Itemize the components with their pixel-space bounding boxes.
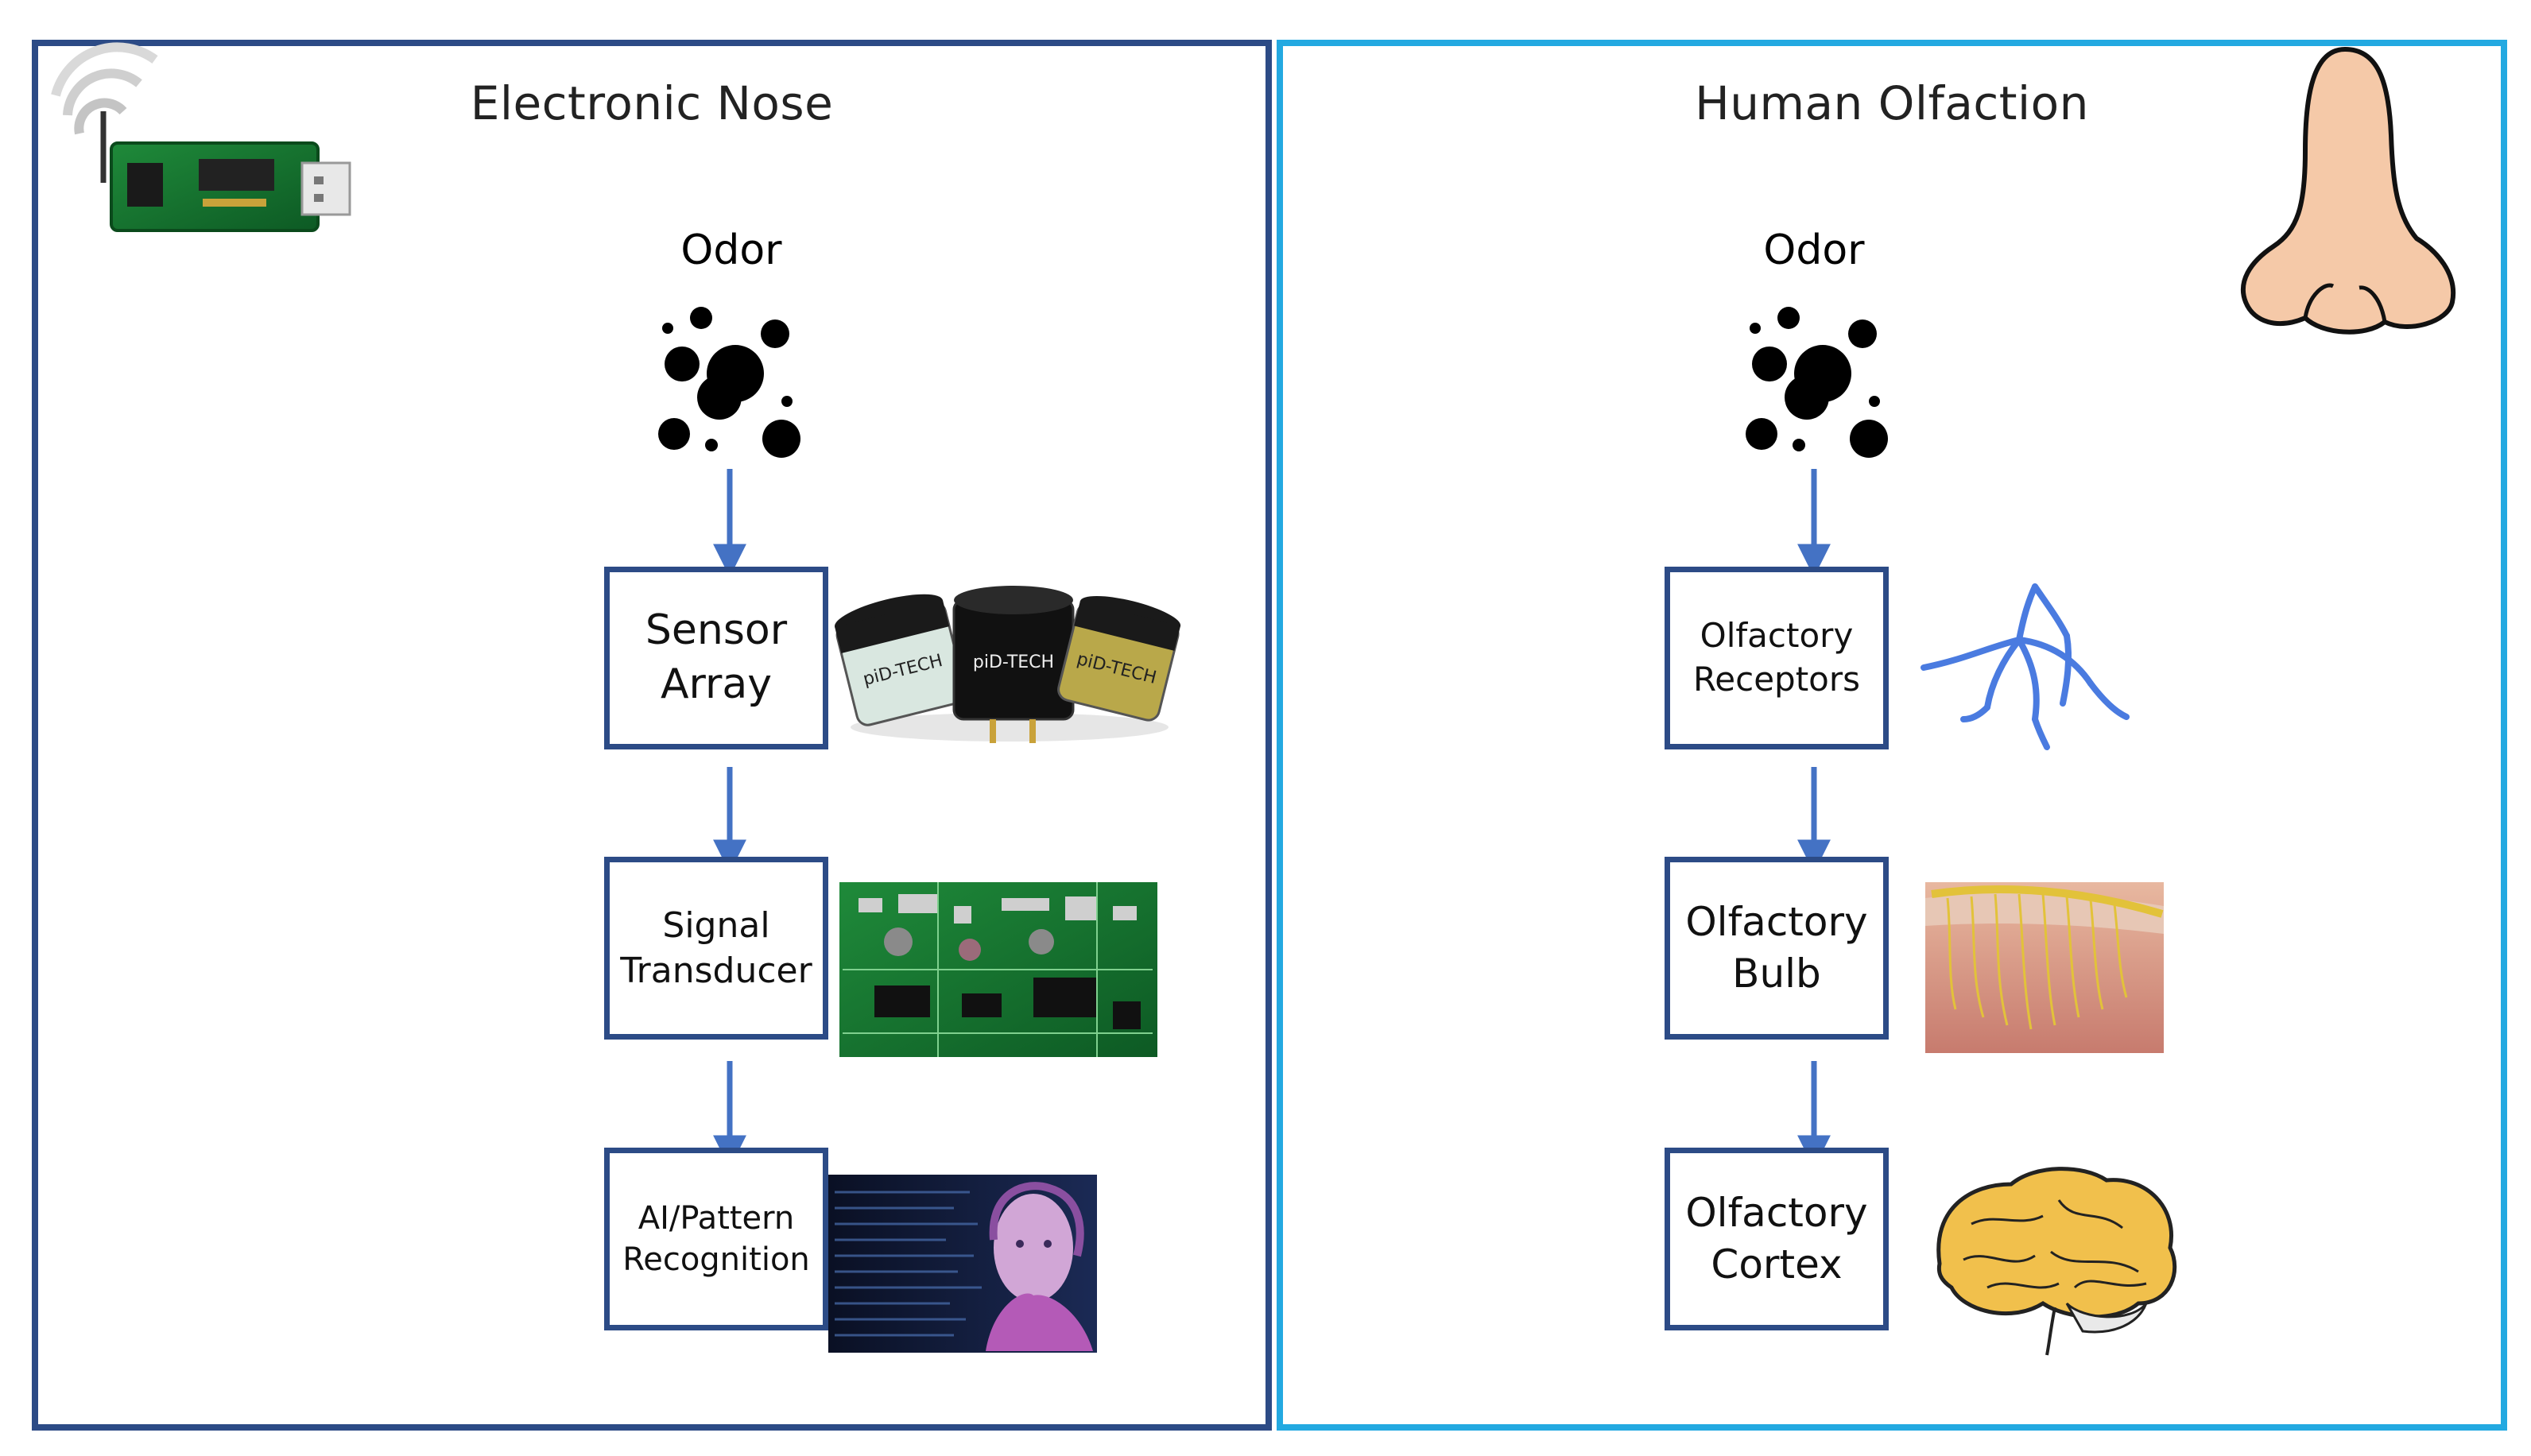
usb-wireless-device-icon xyxy=(51,42,351,232)
olfactory-cortex-box: Olfactory Cortex xyxy=(1665,1148,1889,1330)
olfactory-receptors-image xyxy=(1921,583,2130,750)
signal-transducer-box: Signal Transducer xyxy=(604,857,828,1040)
olfactory-bulb-label: Olfactory Bulb xyxy=(1685,899,1868,997)
electronic-nose-panel: Electronic Nose xyxy=(32,40,1272,1431)
right-odor-bubbles-icon xyxy=(1746,307,1888,458)
olfactory-cortex-label: Olfactory Cortex xyxy=(1685,1190,1868,1288)
human-olfaction-title: Human Olfaction xyxy=(1695,76,2089,130)
left-odor-bubbles-icon xyxy=(658,307,800,458)
sensor-can-label-2: piD-TECH xyxy=(973,652,1054,672)
sensor-array-label: Sensor Array xyxy=(645,606,788,708)
human-olfaction-panel: Human Olfaction xyxy=(1277,40,2507,1431)
ai-pattern-recognition-label: AI/Pattern Recognition xyxy=(622,1200,810,1278)
olfactory-bulb-box: Olfactory Bulb xyxy=(1665,857,1889,1040)
sensor-array-box: Sensor Array xyxy=(604,567,828,749)
ai-face-image xyxy=(828,1175,1097,1353)
left-odor-label: Odor xyxy=(680,227,782,274)
nose-icon xyxy=(2240,46,2456,335)
signal-transducer-label: Signal Transducer xyxy=(620,904,812,991)
gas-sensors-image: piD-TECH piD-TECH piD-TECH xyxy=(835,586,1181,743)
circuit-board-image xyxy=(839,882,1157,1057)
olfactory-bulb-image xyxy=(1925,882,2164,1053)
olfactory-receptors-label: Olfactory Receptors xyxy=(1692,616,1861,699)
right-odor-label: Odor xyxy=(1763,227,1865,274)
olfactory-receptors-box: Olfactory Receptors xyxy=(1665,567,1889,749)
brain-image xyxy=(1936,1167,2177,1356)
electronic-nose-title: Electronic Nose xyxy=(470,76,834,130)
ai-pattern-recognition-box: AI/Pattern Recognition xyxy=(604,1148,828,1330)
